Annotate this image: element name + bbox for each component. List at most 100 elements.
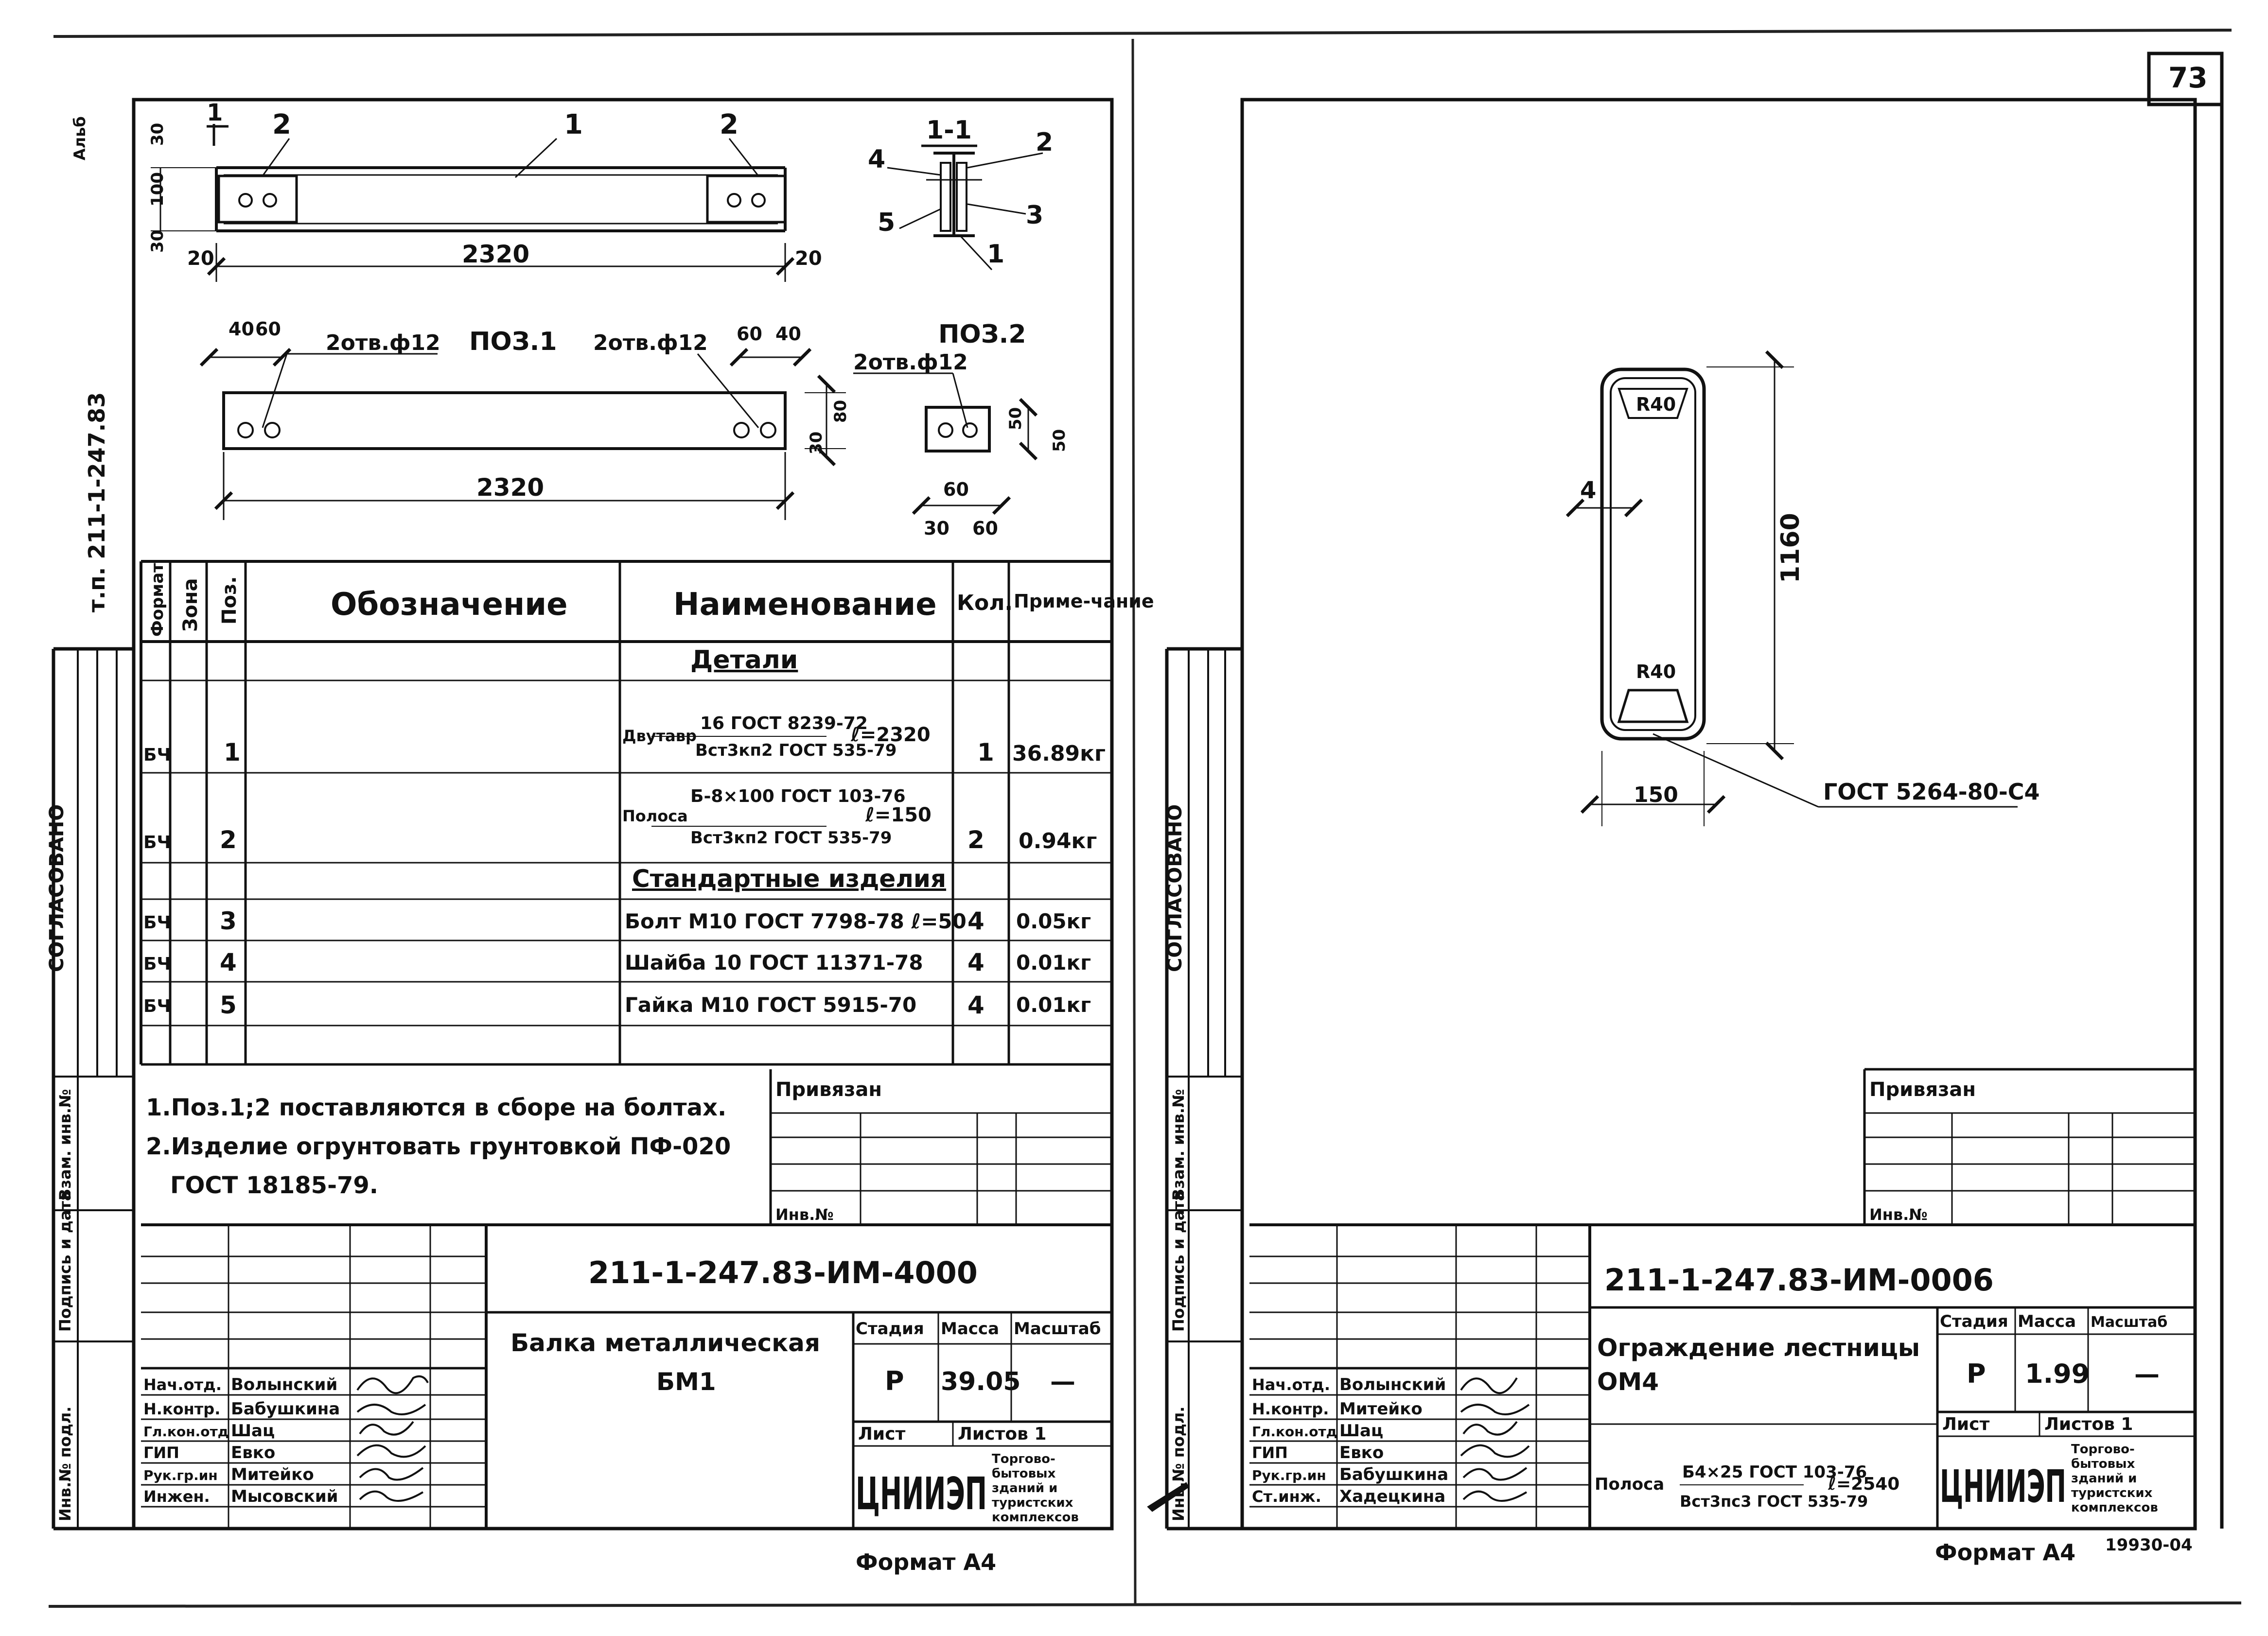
dim-2320b: 2320 [476, 473, 544, 502]
side-inv-podl-right: Инв.№ подл. [1169, 1407, 1188, 1521]
doc-code: 211-1-247.83-ИМ-4000 [588, 1255, 978, 1290]
signer-r-role-4: ГИП [1252, 1444, 1288, 1462]
material-len: ℓ=2540 [1828, 1474, 1899, 1494]
title-block-right [1249, 1223, 2195, 1529]
org-name: ЦНИИЭП [856, 1468, 987, 1520]
row2-note: 0.94кг [1019, 829, 1097, 853]
row3-format: БЧ [143, 913, 171, 933]
title-right-2: ОМ4 [1597, 1368, 1659, 1396]
th-format: Формат [148, 563, 167, 637]
signer-r-name-4: Евко [1339, 1443, 1384, 1462]
left-sheet: т.п. 211-1-247.83 СОГЛАСОВАНО Инв.№ подл… [46, 98, 1154, 1575]
title-right-1: Ограждение лестницы [1597, 1334, 1920, 1362]
signer-r-role-5: Рук.гр.ин [1252, 1467, 1326, 1483]
signatures [356, 1375, 429, 1502]
dim-50b: 50 [1050, 429, 1069, 452]
row3-note: 0.05кг [1016, 909, 1091, 933]
signer-role-5: Рук.гр.ин [143, 1467, 218, 1483]
callout-2b: 2 [720, 109, 738, 140]
org-sub-right-1: Торгово- [2071, 1442, 2135, 1457]
row1-name-prefix: Двутавр [622, 727, 697, 745]
pos1-plate [199, 348, 846, 520]
privyazan-label-right: Привязан [1869, 1079, 1976, 1101]
side-inv-podl: Инв.№ подл. [56, 1407, 74, 1521]
dim-60d: 60 [972, 518, 998, 539]
callout-2a: 2 [272, 109, 291, 140]
row1-qty: 1 [977, 738, 994, 766]
side-agreed-right: СОГЛАСОВАНО [1164, 804, 1186, 972]
signer-r-name-1: Волынский [1339, 1375, 1446, 1394]
stamp-mass-right: 1.99 [2025, 1358, 2090, 1389]
stamp-sheets-label: Листов 1 [958, 1424, 1046, 1444]
doc-code-right: 211-1-247.83-ИМ-0006 [1604, 1262, 1994, 1298]
signatures-right [1460, 1377, 1530, 1502]
org-sub-5: комплексов [992, 1510, 1079, 1525]
sec-callout-1: 1 [987, 240, 1004, 269]
signer-role-4: ГИП [143, 1444, 179, 1462]
title-line-1: Балка металлическая [510, 1329, 820, 1357]
title-line-2: БМ1 [656, 1368, 716, 1396]
sec-callout-4: 4 [868, 145, 885, 174]
org-sub-4: туристских [992, 1496, 1073, 1510]
page-number: 73 [2168, 61, 2208, 94]
row3-name: Болт М10 ГОСТ 7798-78 ℓ=50 [625, 909, 967, 933]
signer-role-6: Инжен. [143, 1487, 210, 1506]
material-prefix: Полоса [1595, 1475, 1664, 1494]
signer-name-1: Волынский [231, 1375, 337, 1394]
side-sign-date: Подпись и дата [56, 1190, 74, 1332]
dim-width: 150 [1634, 783, 1678, 807]
title-block [141, 1223, 1112, 1529]
pos1-holes-right: 2отв.ф12 [593, 331, 708, 355]
sec-callout-3: 3 [1026, 201, 1043, 230]
row5-qty: 4 [967, 991, 985, 1019]
th-note: Приме-чание [1014, 591, 1154, 612]
stamp-stage-right: Р [1967, 1358, 1986, 1389]
dim-40a: 40 [229, 318, 254, 340]
stamp-mass-label-right: Масса [2018, 1312, 2076, 1331]
signer-role-3: Гл.кон.отд [143, 1424, 229, 1440]
dim-20b: 20 [795, 247, 822, 270]
dim-30d: 30 [924, 518, 949, 539]
signer-r-name-3: Шац [1339, 1421, 1383, 1441]
row4-qty: 4 [967, 948, 985, 976]
signer-name-5: Митейко [231, 1465, 314, 1484]
row5-name: Гайка М10 ГОСТ 5915-70 [625, 993, 916, 1017]
privyazan-label: Привязан [775, 1079, 882, 1101]
th-designation: Обозначение [331, 587, 567, 623]
side-sign-date-right: Подпись и дата [1169, 1190, 1188, 1332]
row3-pos: 3 [220, 907, 237, 935]
dim-40b: 40 [775, 323, 801, 345]
archive-number: 19930-04 [2105, 1535, 2193, 1555]
inv-no-label-right: Инв.№ [1869, 1205, 1928, 1224]
radius-bottom: R40 [1636, 661, 1676, 682]
th-pos: Поз. [218, 576, 241, 625]
org-name-right: ЦНИИЭП [1940, 1461, 2066, 1513]
stamp-sheets-label-right: Листов 1 [2044, 1414, 2133, 1434]
note-2: 2.Изделие огрунтовать грунтовкой ПФ-020 [146, 1133, 731, 1160]
stamp-stage: Р [885, 1366, 904, 1396]
dim-60a: 60 [255, 318, 281, 340]
side-vzam: Взам. инв.№ [56, 1089, 74, 1201]
org-sub-2: бытовых [992, 1466, 1056, 1481]
stamp-sheet-label-right: Лист [1942, 1414, 1989, 1434]
callout-sec: 1 [207, 99, 223, 126]
section-standard: Стандартные изделия [632, 865, 946, 893]
dim-20a: 20 [187, 247, 214, 270]
railing-frame [1565, 350, 2018, 826]
material-top: Б4×25 ГОСТ 103-76 [1682, 1462, 1867, 1482]
right-sheet: 73 СОГЛАСОВАНО Инв.№ подл. Подпись и дат… [1147, 52, 2224, 1566]
row1-format: БЧ [143, 745, 171, 765]
signer-role-1: Нач.отд. [143, 1375, 222, 1394]
row1-name-len: ℓ=2320 [850, 724, 931, 746]
dim-60c: 60 [943, 479, 969, 500]
th-zone: Зона [179, 578, 202, 632]
radius-top: R40 [1636, 394, 1676, 415]
row5-format: БЧ [143, 996, 171, 1016]
spec-table [140, 560, 1112, 1066]
row2-pos: 2 [220, 826, 237, 854]
section-title: 1-1 [926, 116, 972, 145]
row4-format: БЧ [143, 954, 171, 974]
org-sub-right-4: туристских [2071, 1486, 2153, 1500]
row5-note: 0.01кг [1016, 993, 1091, 1017]
pen-mark [1147, 1482, 1189, 1512]
